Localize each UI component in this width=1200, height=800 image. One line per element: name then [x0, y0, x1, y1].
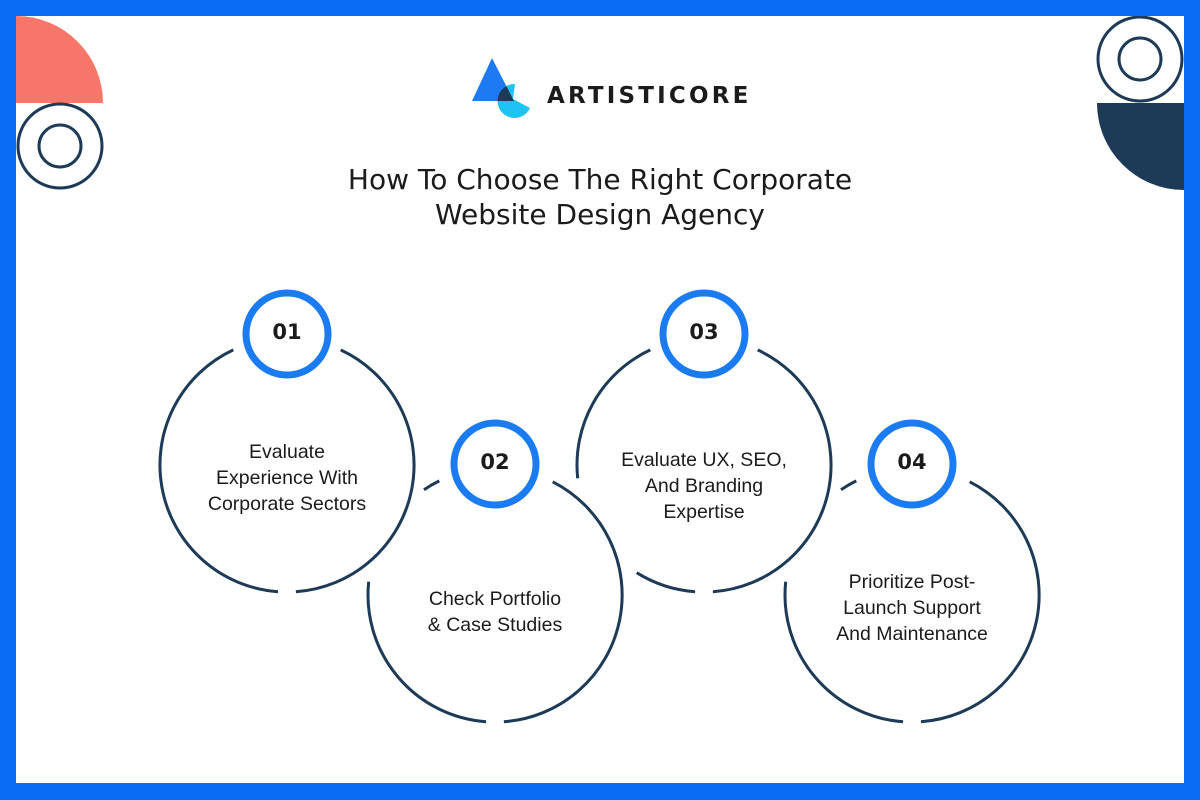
- step-3-badge-ring: [659, 289, 749, 379]
- step-4-badge-ring: [867, 419, 957, 509]
- step-2-text: Check Portfolio & Case Studies: [385, 586, 605, 638]
- infographic-canvas: [16, 16, 1184, 783]
- step-4-number: 04: [897, 450, 927, 474]
- step-2-circle-outline: [366, 479, 624, 724]
- artisticore-logo-icon: [472, 58, 530, 118]
- step-1-line-3: Corporate Sectors: [207, 493, 367, 515]
- brand-name: ARTISTICORE: [547, 83, 752, 109]
- step-2-line-1: Check Portfolio: [428, 588, 562, 610]
- step-3-line-3: Expertise: [663, 501, 745, 523]
- step-1-line-1: Evaluate: [249, 441, 325, 463]
- navy-quarter-circle-decoration: [1097, 103, 1184, 190]
- step-2-number: 02: [480, 450, 510, 474]
- step-3-line-1: Evaluate UX, SEO,: [621, 449, 787, 471]
- step-3-number: 03: [689, 320, 719, 344]
- page-title-line-1: How To Choose The Right Corporate: [347, 163, 853, 196]
- step-3-text: Evaluate UX, SEO, And Branding Expertise: [594, 447, 814, 525]
- page-title-line-2: Website Design Agency: [435, 198, 765, 231]
- step-4-line-1: Prioritize Post-: [848, 571, 976, 593]
- ring-decoration-right: [1096, 16, 1184, 103]
- step-4-line-2: Launch Support: [843, 597, 981, 619]
- step-1-circle-outline: [158, 348, 416, 594]
- step-1-text: Evaluate Experience With Corporate Secto…: [177, 439, 397, 517]
- coral-quarter-circle-decoration: [16, 16, 103, 103]
- step-4-circle-outline: [783, 479, 1041, 724]
- step-2-line-2: & Case Studies: [427, 614, 563, 636]
- step-1-badge-ring: [242, 289, 332, 379]
- step-1-number: 01: [272, 320, 302, 344]
- ring-decoration-left: [16, 102, 104, 190]
- step-1-line-2: Experience With: [216, 467, 358, 489]
- step-2-badge-ring: [450, 419, 540, 509]
- step-4-line-3: And Maintenance: [836, 623, 988, 645]
- step-3-circle-outline: [575, 348, 833, 594]
- step-3-line-2: And Branding: [644, 475, 764, 497]
- step-4-text: Prioritize Post- Launch Support And Main…: [802, 569, 1022, 647]
